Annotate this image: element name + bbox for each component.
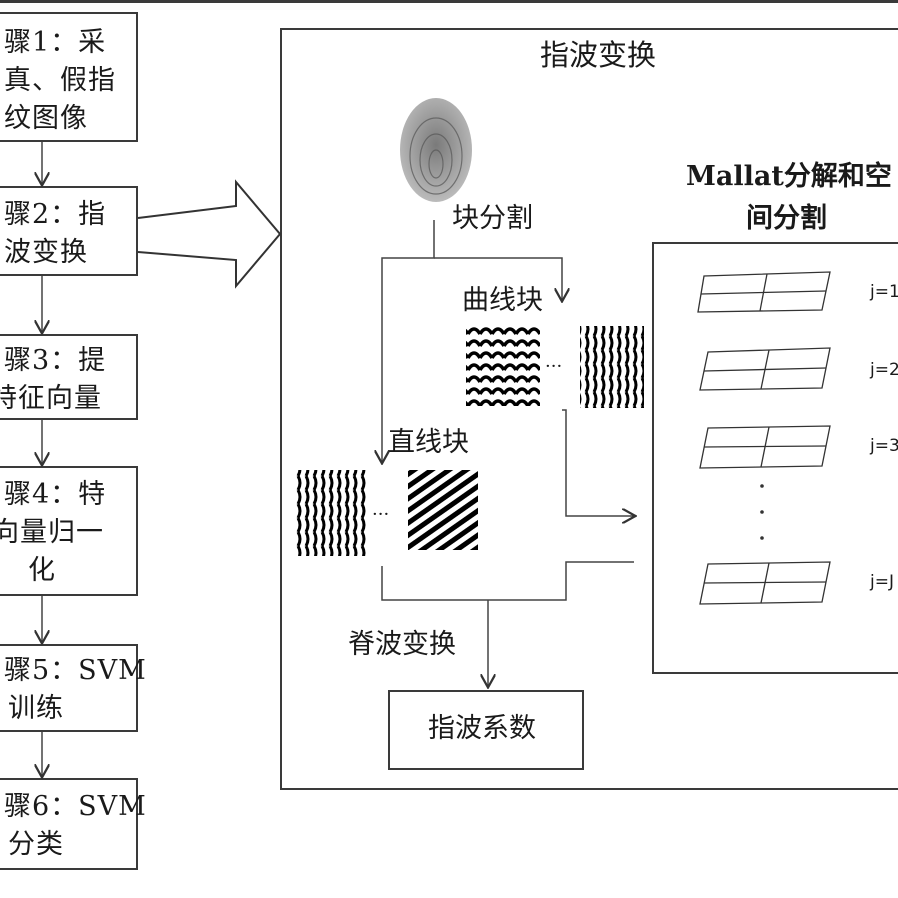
step-2-box: 骤2：指 波变换	[0, 186, 138, 276]
step-5-line-1: 骤5：SVM	[4, 655, 147, 686]
step-4-line-1: 骤4：特	[4, 479, 107, 510]
mallat-vertical-ellipsis	[760, 484, 764, 540]
curve-to-mallat-flow	[562, 409, 634, 516]
big-arrow-icon	[137, 179, 282, 289]
mallat-grid-3	[699, 425, 831, 469]
finger-coeff-box	[388, 690, 584, 770]
step-1-line-3: 纹图像	[4, 103, 88, 134]
step-3-line-1: 骤3：提	[4, 345, 107, 376]
curve-block-ellipsis: ···	[545, 356, 563, 377]
step-1-line-1: 骤1：采	[4, 27, 107, 58]
step-6-box: 骤6：SVM 分类	[0, 778, 146, 870]
step-5-line-2: 训练	[8, 693, 64, 724]
step-1-line-2: 真、假指	[4, 65, 116, 96]
ridgelet-transform-label: 脊波变换	[348, 629, 456, 660]
mallat-return-flow	[381, 561, 634, 601]
mallat-grid-2	[699, 347, 831, 391]
step-2-line-1: 骤2：指	[4, 199, 107, 230]
step-3-box: 骤3：提 特征向量	[0, 334, 138, 420]
step-4-box: 骤4：特 向量归一 化	[0, 466, 138, 596]
curve-block-flow	[434, 257, 562, 300]
step-4-line-3: 化	[28, 555, 56, 586]
step-6-line-2: 分类	[8, 829, 64, 860]
level-label-2: j=2	[870, 360, 898, 380]
level-label-J: j=J	[870, 572, 894, 592]
step-4-line-2: 向量归一	[0, 517, 104, 548]
mallat-title-line-1: Mallat分解和空	[686, 161, 892, 192]
block-split-label: 块分割	[452, 203, 533, 234]
top-rule	[0, 0, 898, 3]
mallat-grid-1	[697, 271, 831, 313]
line-block-ellipsis: ···	[372, 504, 390, 525]
line-block-flow	[382, 220, 435, 462]
line-block-label: 直线块	[388, 427, 469, 458]
level-label-1: j=1	[870, 282, 898, 302]
level-label-3: j=3	[870, 436, 898, 456]
step-1-box: 骤1：采 真、假指 纹图像	[0, 12, 138, 142]
step-3-line-2: 特征向量	[0, 383, 102, 414]
step-2-line-2: 波变换	[4, 237, 88, 268]
step-6-line-1: 骤6：SVM	[4, 791, 147, 822]
mallat-title-line-2: 间分割	[746, 203, 827, 234]
step-5-box: 骤5：SVM 训练	[0, 644, 146, 732]
finger-coeff-label: 指波系数	[428, 713, 536, 744]
curve-block-label: 曲线块	[462, 285, 543, 316]
finger-transform-title: 指波变换	[540, 38, 657, 72]
mallat-grid-J	[699, 561, 831, 605]
